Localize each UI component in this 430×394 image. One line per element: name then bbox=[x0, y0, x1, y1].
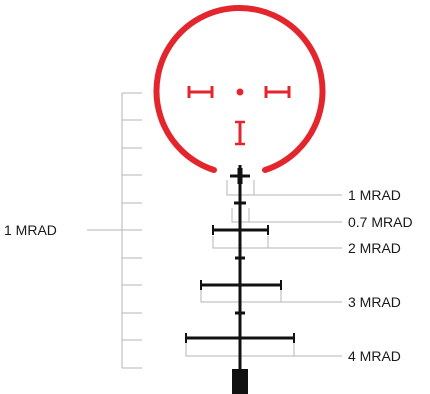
left-mrad-label: 1 MRAD bbox=[4, 222, 57, 238]
label-2-mrad: 2 MRAD bbox=[348, 240, 401, 256]
label-0-7-mrad: 0.7 MRAD bbox=[348, 214, 413, 230]
label-4-mrad: 4 MRAD bbox=[348, 348, 401, 364]
label-3-mrad: 3 MRAD bbox=[348, 294, 401, 310]
red-horizontal-stadia bbox=[187, 86, 291, 98]
label-1-mrad: 1 MRAD bbox=[348, 187, 401, 203]
measurement-brackets bbox=[185, 180, 342, 357]
red-lower-post bbox=[235, 120, 245, 146]
left-mrad-ruler bbox=[87, 92, 142, 369]
red-circle bbox=[153, 5, 326, 173]
black-post-block bbox=[232, 369, 248, 394]
black-lower-reticle bbox=[185, 165, 295, 370]
red-center-dot bbox=[236, 88, 244, 96]
